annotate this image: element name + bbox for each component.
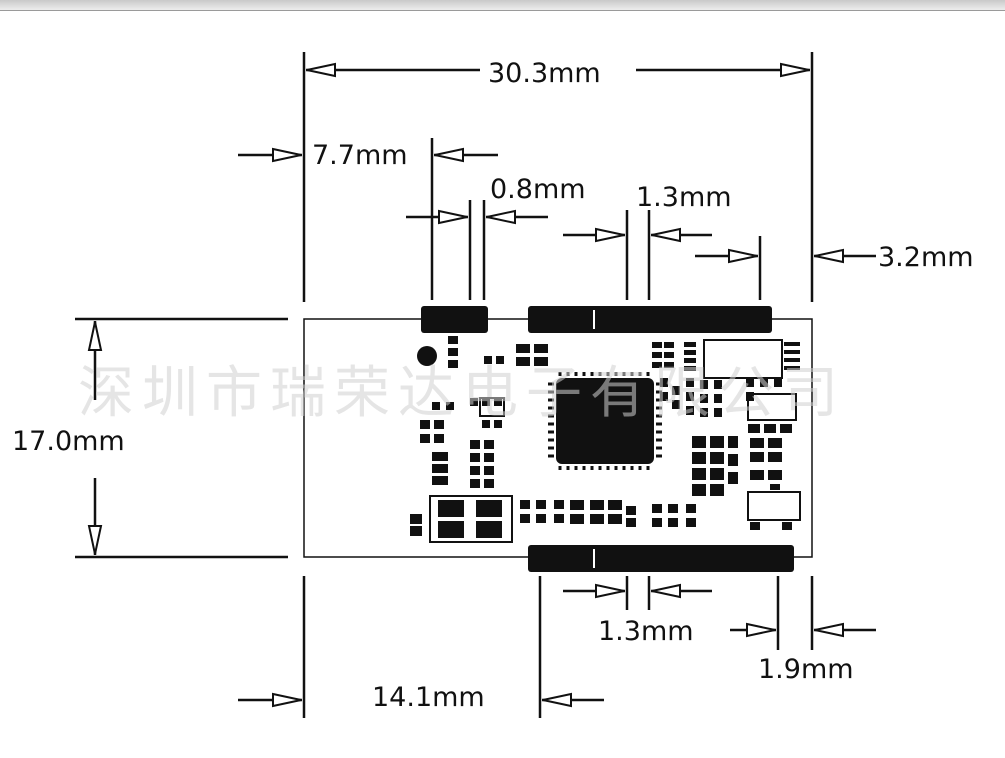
label-pin-gap: 0.8mm bbox=[490, 174, 586, 205]
label-board-width: 30.3mm bbox=[488, 58, 601, 89]
label-left-offset-bottom: 14.1mm bbox=[372, 682, 485, 713]
label-pitch-bottom: 1.3mm bbox=[598, 616, 694, 647]
label-pitch-top: 1.3mm bbox=[636, 182, 732, 213]
outlined-parts bbox=[429, 339, 801, 543]
header-top bbox=[528, 306, 772, 333]
window-top-edge bbox=[0, 0, 1005, 11]
dimension-labels: 30.3mm 7.7mm 0.8mm 1.3mm 3.2mm 17.0mm 1.… bbox=[12, 58, 974, 713]
extension-lines bbox=[75, 52, 814, 718]
label-right-offset-bottom: 1.9mm bbox=[758, 654, 854, 685]
label-board-height: 17.0mm bbox=[12, 426, 125, 457]
company-watermark: 深圳市瑞荣达电子有限公司 bbox=[78, 361, 846, 426]
header-small-top bbox=[421, 306, 488, 333]
pin-headers bbox=[421, 306, 794, 572]
inductor-pads bbox=[438, 500, 502, 538]
header-bottom bbox=[528, 545, 794, 572]
label-right-offset: 3.2mm bbox=[878, 242, 974, 273]
dimension-arrows bbox=[87, 62, 876, 708]
passive-components bbox=[410, 336, 800, 536]
label-left-offset-top: 7.7mm bbox=[312, 140, 408, 171]
